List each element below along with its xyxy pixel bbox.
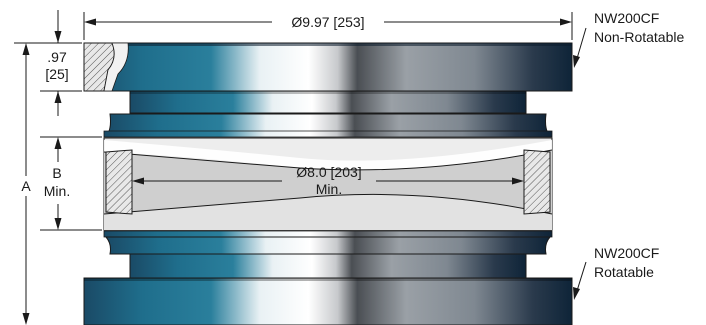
bellows-right-section-hatch — [523, 149, 551, 215]
flange-thickness-inch: .97 — [47, 49, 67, 65]
bottom-flange-callout-leader — [573, 261, 587, 300]
bellows-length-min: Min. — [44, 183, 70, 199]
overall-height-dimension — [14, 42, 40, 325]
top-flange-callout-leader — [573, 27, 587, 68]
inner-diameter-dimension — [132, 177, 524, 185]
bottom-flange — [83, 277, 573, 325]
bellows-length-dimension — [40, 136, 102, 231]
bellows-length-label: B — [52, 165, 61, 181]
bottom-convolution — [103, 230, 553, 255]
inner-diameter-label: Ø8.0 [203] — [296, 164, 361, 180]
bottom-flange-callout-model: NW200CF — [594, 245, 659, 261]
inner-diameter-min: Min. — [316, 181, 342, 197]
bottom-flange-callout-type: Rotatable — [594, 264, 654, 280]
flange-thickness-dimension — [40, 10, 82, 116]
flange-thickness-mm: [25] — [45, 66, 68, 82]
bottom-neck — [129, 253, 527, 279]
top-flange-callout-model: NW200CF — [594, 10, 659, 26]
top-flange — [83, 42, 573, 92]
overall-height-label: A — [21, 178, 31, 194]
top-convolution — [103, 113, 553, 138]
top-flange-callout-type: Non-Rotatable — [594, 29, 684, 45]
top-neck — [129, 90, 527, 114]
bellows-left-section-hatch — [105, 149, 133, 215]
outer-diameter-label: Ø9.97 [253] — [291, 14, 364, 30]
bellows-body — [103, 137, 553, 231]
outer-diameter-dimension — [83, 12, 573, 40]
